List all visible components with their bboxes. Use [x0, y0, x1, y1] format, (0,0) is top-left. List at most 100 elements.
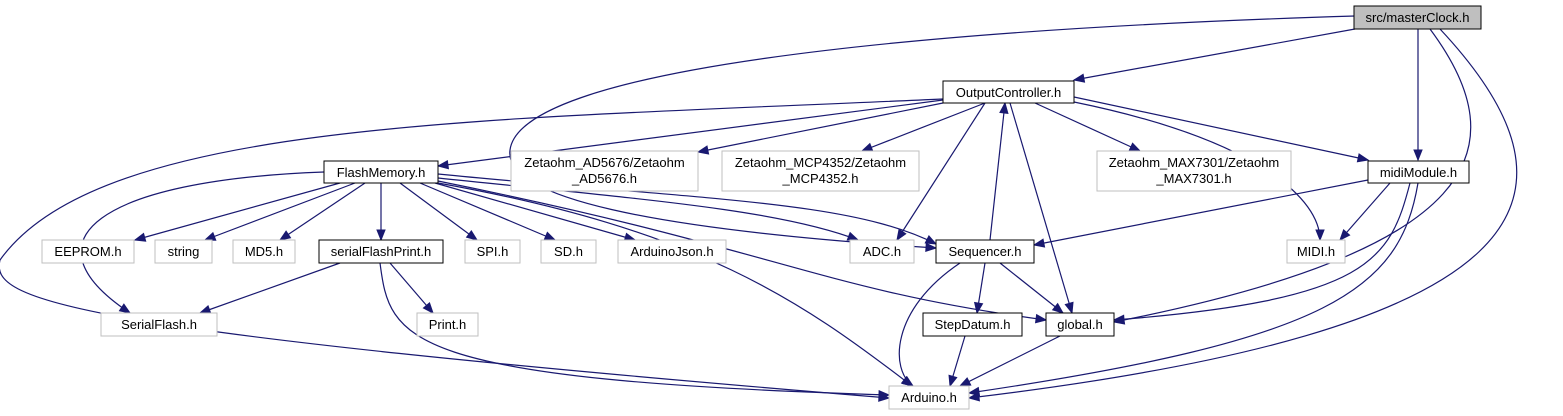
edge-arrowhead [846, 231, 860, 241]
node-spi[interactable]: SPI.h [464, 239, 521, 264]
edge-sequencer-to-outputcontroller [989, 101, 1009, 241]
edge-arrowhead [973, 301, 984, 315]
node-midi[interactable]: MIDI.h [1286, 239, 1346, 264]
edge-arrowhead [1128, 142, 1142, 152]
edge-arrowhead [465, 229, 479, 241]
node-flashmemory[interactable]: FlashMemory.h [323, 160, 439, 184]
edge-line [134, 182, 341, 241]
edge-midimodule-to-arduino [967, 182, 1419, 397]
edge-arrowhead [376, 229, 386, 242]
node-print[interactable]: Print.h [416, 312, 479, 337]
node-sd[interactable]: SD.h [540, 239, 597, 264]
edge-line [199, 262, 341, 314]
node-md5[interactable]: MD5.h [232, 239, 296, 264]
edge-flashmemory-to-eeprom [133, 182, 341, 242]
node-sequencer-label: Sequencer.h [948, 244, 1021, 259]
node-arduino[interactable]: Arduino.h [888, 385, 970, 410]
edge-line [379, 262, 890, 396]
node-midi-label: MIDI.h [1297, 244, 1335, 259]
edge-arrowhead [1112, 314, 1125, 324]
edge-arrowhead [1315, 229, 1325, 242]
node-string[interactable]: string [154, 239, 213, 264]
edge-line [896, 102, 986, 241]
node-flashmemory-label: FlashMemory.h [337, 165, 426, 180]
node-masterclock-label: src/masterClock.h [1365, 10, 1469, 25]
edge-line [1073, 96, 1369, 161]
node-eeprom[interactable]: EEPROM.h [41, 239, 135, 264]
edge-outputcontroller-to-max7301 [1034, 102, 1142, 152]
node-midimodule[interactable]: midiModule.h [1367, 160, 1470, 184]
node-global[interactable]: global.h [1045, 312, 1115, 337]
node-sequencer[interactable]: Sequencer.h [935, 239, 1035, 264]
node-global-label: global.h [1057, 317, 1103, 332]
node-midimodule-label: midiModule.h [1380, 165, 1457, 180]
edge-masterclock-to-outputcontroller [1072, 28, 1356, 83]
node-serialflashprint-label: serialFlashPrint.h [331, 244, 431, 259]
edge-flashmemory-to-spi [399, 182, 479, 241]
edge-arrowhead [203, 231, 217, 241]
node-spi-label: SPI.h [477, 244, 509, 259]
edge-flashmemory-to-string [203, 182, 356, 241]
node-mcp4352[interactable]: Zetaohm_MCP4352/Zetaohm _MCP4352.h [721, 150, 920, 192]
node-adc[interactable]: ADC.h [849, 239, 915, 264]
edge-line [437, 182, 913, 387]
edge-flashmemory-to-serialflash [80, 171, 325, 314]
node-md5-label: MD5.h [245, 244, 283, 259]
node-print-label: Print.h [429, 317, 467, 332]
edge-line [204, 182, 356, 241]
node-ad5676-label-line2: _AD5676.h [571, 171, 637, 186]
node-max7301-label-line1: Zetaohm_MAX7301/Zetaohm [1109, 155, 1280, 170]
node-arduino-label: Arduino.h [901, 390, 957, 405]
edge-line [1034, 102, 1141, 152]
edge-serialflashprint-to-arduino [379, 262, 891, 400]
node-serialflash[interactable]: SerialFlash.h [100, 312, 218, 337]
edge-line [989, 102, 1006, 241]
edge-masterclock-to-sequencer [509, 15, 1356, 253]
node-outputcontroller[interactable]: OutputController.h [942, 80, 1075, 104]
edge-arrowhead [948, 374, 958, 388]
edge-line [509, 15, 1356, 249]
edge-arrowhead [896, 228, 907, 242]
edge-outputcontroller-to-midimodule [1073, 96, 1370, 163]
edge-arrowhead [133, 232, 147, 242]
edge-sequencer-to-arduino [898, 262, 961, 387]
node-outputcontroller-label: OutputController.h [956, 85, 1062, 100]
edge-line [861, 102, 986, 152]
node-serialflashprint[interactable]: serialFlashPrint.h [318, 239, 444, 264]
node-arduinojson[interactable]: ArduinoJson.h [617, 239, 727, 264]
edge-arrowhead [925, 242, 938, 253]
edge-arrowhead [118, 303, 132, 314]
edge-global-to-arduino [958, 335, 1061, 387]
edge-line [279, 182, 366, 241]
node-masterclock[interactable]: src/masterClock.h [1353, 5, 1482, 30]
edge-line [1339, 182, 1391, 241]
edge-arrowhead [696, 145, 710, 155]
edge-line [1033, 179, 1369, 246]
node-stepdatum[interactable]: StepDatum.h [922, 312, 1023, 337]
edge-outputcontroller-to-mcp4352 [860, 102, 986, 152]
node-ad5676[interactable]: Zetaohm_AD5676/Zetaohm _AD5676.h [510, 150, 699, 192]
edge-line [419, 182, 556, 241]
edge-arrowhead [999, 101, 1009, 114]
edge-line [434, 182, 636, 241]
edge-flashmemory-to-arduinojson [434, 182, 637, 242]
edge-arrowhead [924, 234, 938, 245]
edge-outputcontroller-to-global [1009, 102, 1074, 315]
edge-flashmemory-to-global [437, 180, 1048, 324]
edge-serialflashprint-to-serialflash [198, 262, 341, 314]
edge-arrowhead [1051, 302, 1065, 314]
node-mcp4352-label-line1: Zetaohm_MCP4352/Zetaohm [735, 155, 906, 170]
edge-line [1113, 182, 1411, 321]
edge-line [968, 182, 1419, 394]
node-serialflash-label: SerialFlash.h [121, 317, 197, 332]
edge-arrowhead [1339, 228, 1351, 242]
node-max7301[interactable]: Zetaohm_MAX7301/Zetaohm _MAX7301.h [1096, 150, 1292, 192]
edge-arrowhead [422, 301, 434, 315]
edges-layer [0, 15, 1518, 402]
edge-arrowhead [1072, 73, 1086, 83]
node-stepdatum-label: StepDatum.h [935, 317, 1011, 332]
edge-line [968, 28, 1518, 399]
edge-outputcontroller-to-ad5676 [696, 102, 944, 155]
node-string-label: string [168, 244, 200, 259]
node-adc-label: ADC.h [863, 244, 901, 259]
